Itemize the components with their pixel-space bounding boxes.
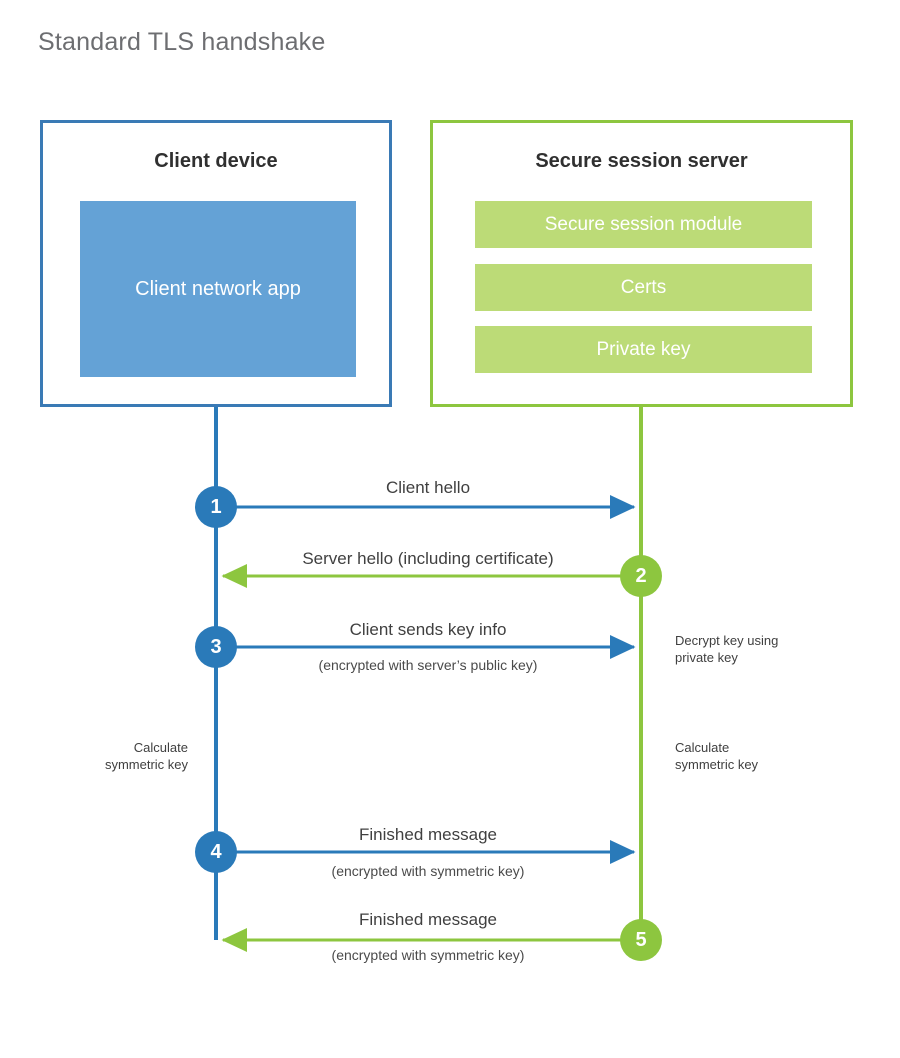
note-calculate-symmetric-key-client: Calculate symmetric key [104, 740, 188, 772]
step-badge-4[interactable]: 4 [195, 831, 237, 873]
step-badge-1[interactable]: 1 [195, 486, 237, 528]
message-sublabel-step-5: (encrypted with symmetric key) [331, 947, 525, 963]
message-label-step-2: Server hello (including certificate) [302, 549, 554, 568]
secure-session-server-title: Secure session server [535, 150, 748, 172]
server-block-secure-session-module: Secure session module [475, 201, 812, 248]
client-device-title: Client device [154, 150, 278, 172]
client-device-box: Client device Client network app [40, 120, 392, 407]
server-block-private-key: Private key [475, 326, 812, 373]
step-badge-2[interactable]: 2 [620, 555, 662, 597]
message-sublabel-step-3: (encrypted with server’s public key) [318, 657, 538, 673]
note-decrypt-key: Decrypt key using private key [675, 633, 779, 665]
message-label-step-3: Client sends key info [349, 620, 507, 639]
step-badge-3[interactable]: 3 [195, 626, 237, 668]
page-title: Standard TLS handshake [38, 28, 326, 56]
server-block-certs: Certs [475, 264, 812, 311]
message-label-step-4: Finished message [359, 825, 497, 844]
step-badge-5[interactable]: 5 [620, 919, 662, 961]
secure-session-server-box: Secure session server Secure session mod… [430, 120, 853, 407]
message-label-step-1: Client hello [385, 478, 471, 497]
client-network-app-block: Client network app [80, 201, 356, 377]
note-calculate-symmetric-key-server: Calculate symmetric key [675, 740, 759, 772]
message-sublabel-step-4: (encrypted with symmetric key) [331, 863, 525, 879]
message-label-step-5: Finished message [359, 910, 497, 929]
